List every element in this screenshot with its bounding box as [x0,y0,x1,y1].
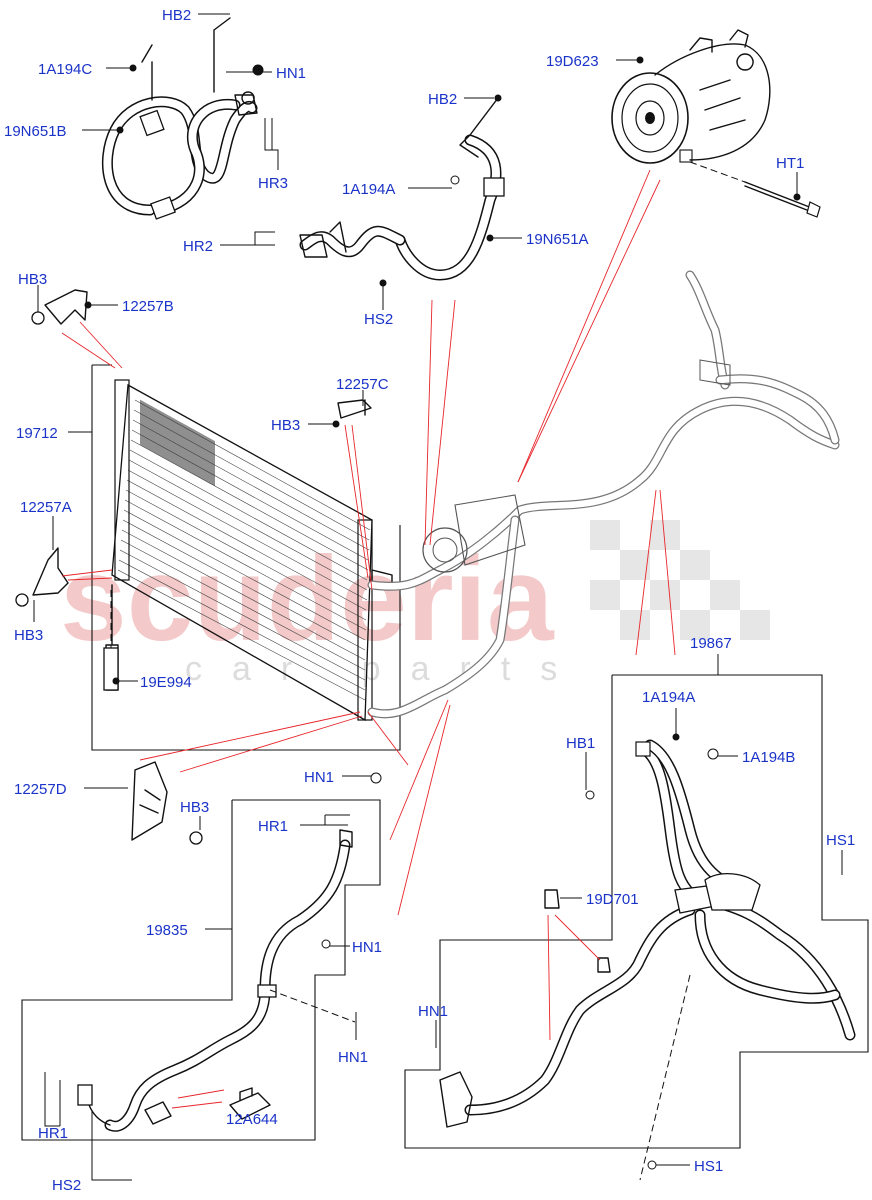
red-leader-lines [61,169,676,1109]
condenser-19712 [91,364,401,751]
label-hb3-low: HB3 [180,799,209,816]
label-hb3-mid: HB3 [271,417,300,434]
label-12257b: 12257B [122,298,174,315]
label-1a194b: 1A194B [742,749,795,766]
label-hs1-right: HS1 [826,832,855,849]
label-hn1-top: HN1 [276,65,306,82]
label-1a194c: 1A194C [38,61,92,78]
label-hs1-low: HS1 [694,1158,723,1175]
label-19d623: 19D623 [546,53,599,70]
label-1a194a-mid: 1A194A [342,181,395,198]
leader-lines [33,13,843,1181]
label-19835: 19835 [146,922,188,939]
label-ht1: HT1 [776,155,804,172]
hose-19867-box [404,674,869,1181]
label-hb1: HB1 [566,735,595,752]
label-19n651a: 19N651A [526,231,589,248]
label-hr3: HR3 [258,175,288,192]
label-hb3-topleft: HB3 [18,271,47,288]
pressure-sensor-12a644 [229,1087,271,1120]
label-hn1-mid: HN1 [304,769,334,786]
label-hn1-c: HN1 [352,939,382,956]
label-hb2-top: HB2 [162,7,191,24]
label-12257a: 12257A [20,499,72,516]
label-12257d: 12257D [14,781,67,798]
label-1a194a-right: 1A194A [642,689,695,706]
compressor-19d623 [611,29,771,164]
bracket-12257a [15,547,69,607]
assembled-ac-system-ghost [367,270,840,719]
watermark-sub: car parts [185,650,587,688]
label-hn1-d: HN1 [338,1049,368,1066]
hose-19n651b [101,17,258,220]
label-19712: 19712 [16,425,58,442]
label-hb2-mid: HB2 [428,91,457,108]
part-labels: HB2 1A194C HN1 19N651B HR3 19D623 HT1 HB… [4,7,855,1194]
label-19e994: 19E994 [140,674,192,691]
bracket-12257c [337,399,372,419]
hose-19n651a [299,97,505,281]
label-hs2-low: HS2 [52,1177,81,1194]
bolt-ht1 [689,161,821,218]
label-hn1-e: HN1 [418,1003,448,1020]
label-hr1-low: HR1 [38,1125,68,1142]
label-19867: 19867 [690,635,732,652]
label-12257c: 12257C [336,376,389,393]
hose-19835-box [21,799,381,1141]
bracket-12257d [131,761,203,845]
watermark-main: scuderia [60,532,555,666]
label-12a644: 12A644 [226,1111,278,1128]
label-hr1-top: HR1 [258,818,288,835]
label-hr2: HR2 [183,238,213,255]
bracket-12257b [31,289,88,325]
label-hb3-left: HB3 [14,627,43,644]
label-19d701: 19D701 [586,891,639,908]
checkered-flag-watermark [590,520,770,640]
label-hs2-mid: HS2 [364,311,393,328]
label-19n651b: 19N651B [4,123,67,140]
